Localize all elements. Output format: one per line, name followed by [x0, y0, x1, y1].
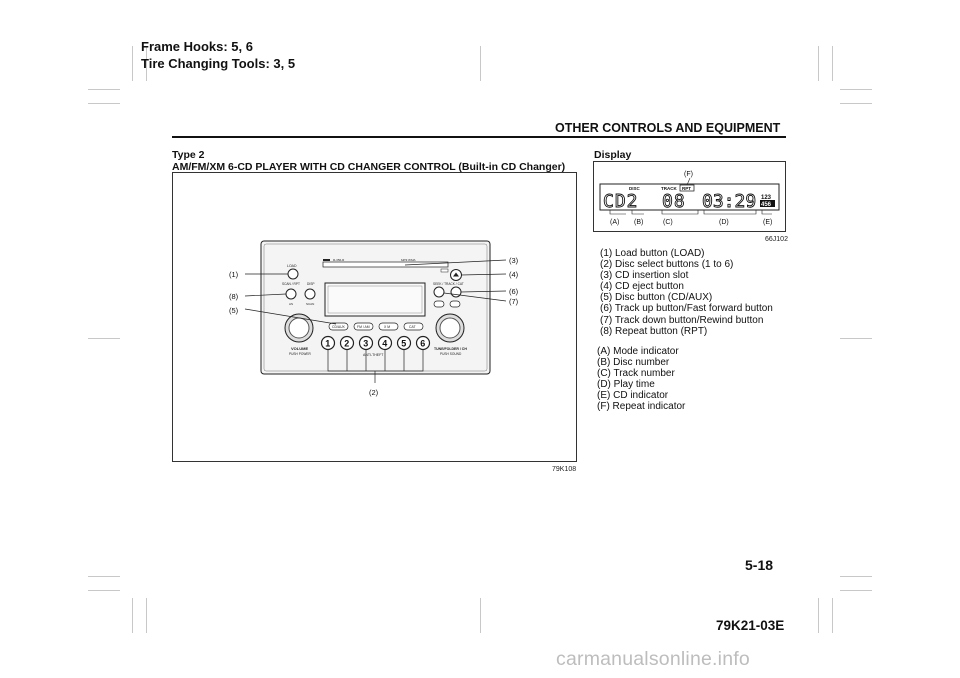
legend-item: (4) CD eject button	[600, 281, 684, 293]
callout-5: (5)	[229, 306, 239, 315]
head-unit-illustration: R-356-R MP3·WMA LOAD SCAN / RPT DISP AS …	[229, 240, 519, 397]
callout-7: (7)	[509, 297, 519, 306]
mode-readout: CD2	[603, 191, 639, 212]
disc-button-6-label: 6	[420, 338, 425, 348]
disc-button-1[interactable]	[320, 335, 336, 351]
head-unit-figure: R-356-R MP3·WMA LOAD SCAN / RPT DISP AS …	[172, 172, 577, 462]
callout-8: (8)	[229, 292, 239, 301]
legend-item: (C) Track number	[597, 368, 675, 380]
display-callout-d: (D)	[719, 219, 729, 226]
track-indicator-label: TRACK	[661, 186, 677, 191]
section-title: OTHER CONTROLS AND EQUIPMENT	[555, 121, 781, 135]
callout-1: (1)	[229, 270, 239, 279]
time-readout: 03:29	[702, 191, 756, 212]
legend-item: (B) Disc number	[597, 357, 670, 369]
fm-am-label: FM / AM	[357, 325, 370, 329]
legend-item: (7) Track down button/Rewind button	[600, 314, 764, 326]
legend-item: (E) CD indicator	[597, 390, 669, 402]
as-label: AS	[289, 302, 293, 306]
xm-label: X M	[384, 325, 390, 329]
display-figure: (F) DISC TRACK RPT CD2 08 03:29 123 456 …	[593, 161, 786, 232]
load-label: LOAD	[287, 264, 297, 268]
disc-button-4[interactable]	[377, 335, 393, 351]
lcd-display	[324, 282, 426, 317]
tune-label: TUNE/FOLDER / CH	[434, 347, 467, 351]
display-callout-c: (C)	[663, 219, 673, 226]
rpt-indicator-label: RPT	[682, 186, 691, 191]
push-sound-label: PUSH SOUND	[440, 352, 462, 356]
legend-item: (3) CD insertion slot	[600, 270, 689, 282]
frame-hooks-note: Frame Hooks: 5, 6 Tire Changing Tools: 3…	[141, 38, 295, 72]
watermark: carmanualsonline.info	[556, 648, 750, 670]
legend-item: (A) Mode indicator	[597, 346, 679, 357]
svg-text:R-356-R: R-356-R	[333, 258, 345, 262]
disc-slots-bottom: 456	[761, 202, 772, 208]
figure-title: AM/FM/XM 6-CD PLAYER WITH CD CHANGER CON…	[172, 161, 566, 173]
left-figure-code: 79K108	[552, 466, 577, 473]
type-line: Type 2	[172, 149, 205, 161]
tire-tools-line: Tire Changing Tools: 3, 5	[141, 56, 296, 71]
disc-button-2[interactable]	[339, 335, 355, 351]
header-rule	[172, 136, 786, 138]
anti-theft-label: ANTI-THEFT	[363, 353, 384, 357]
rpt-button[interactable]	[285, 288, 297, 300]
display-callout-e: (E)	[763, 219, 772, 226]
seek-track-cat-label: SEEK / TRACK / CAT	[433, 282, 464, 286]
legend-item: (F) Repeat indicator	[597, 401, 686, 413]
legend-item: (6) Track up button/Fast forward button	[600, 303, 773, 315]
load-button[interactable]	[287, 268, 299, 280]
disc-button-5[interactable]	[396, 335, 412, 351]
frame-hooks-line: Frame Hooks: 5, 6	[141, 39, 253, 54]
leader-lines	[244, 259, 507, 383]
disc-button-6[interactable]	[415, 335, 431, 351]
xm-button[interactable]	[378, 322, 399, 331]
scan-label: SCAN	[306, 302, 314, 306]
legend-item: (5) Disc button (CD/AUX)	[600, 292, 713, 304]
track-down-button[interactable]	[433, 286, 445, 298]
display-callout-f: (F)	[684, 171, 693, 178]
display-leader-lines	[609, 177, 772, 215]
disc-button-1-label: 1	[325, 338, 330, 348]
svg-text:MP3·WMA: MP3·WMA	[401, 258, 416, 262]
push-power-label: PUSH POWER	[289, 352, 311, 356]
callout-2: (2)	[369, 388, 379, 397]
disc-button-5-label: 5	[401, 338, 406, 348]
scan-rpt-label: SCAN / RPT	[282, 282, 300, 286]
legend-item: (2) Disc select buttons (1 to 6)	[600, 259, 734, 271]
cd-aux-label: CD/AUX	[332, 325, 346, 329]
fm-am-button[interactable]	[353, 322, 374, 331]
track-up-button[interactable]	[450, 286, 462, 298]
figure-heading: Type 2 AM/FM/XM 6-CD PLAYER WITH CD CHAN…	[172, 149, 565, 173]
display-callout-b: (B)	[634, 219, 643, 226]
cd-aux-button[interactable]	[328, 322, 349, 331]
cat-button[interactable]	[403, 322, 424, 331]
display-illustration: (F) DISC TRACK RPT CD2 08 03:29 123 456 …	[599, 171, 780, 226]
display-legend: (A) Mode indicator (B) Disc number (C) T…	[597, 346, 685, 413]
button-legend: (1) Load button (LOAD) (2) Disc select b…	[600, 248, 773, 337]
legend-item: (D) Play time	[597, 379, 655, 391]
disp-button[interactable]	[304, 288, 316, 300]
legend-item: (1) Load button (LOAD)	[600, 248, 705, 259]
callout-6: (6)	[509, 287, 519, 296]
disc-indicator-label: DISC	[629, 186, 641, 191]
track-readout: 08	[662, 191, 686, 212]
disc-button-2-label: 2	[344, 338, 349, 348]
disp-label: DISP	[307, 282, 314, 286]
display-callout-a: (A)	[610, 219, 619, 226]
volume-label: VOLUME	[291, 346, 308, 351]
disc-select-buttons: 1 2 3 4 5 6	[320, 335, 431, 351]
page-number: 5-18	[745, 557, 774, 573]
lcd-readout	[599, 183, 780, 211]
disc-button-3[interactable]	[358, 335, 374, 351]
display-figure-code: 66J102	[765, 236, 788, 243]
document-code: 79K21-03E	[716, 618, 785, 633]
callout-3: (3)	[509, 256, 519, 265]
disc-button-4-label: 4	[382, 338, 387, 348]
cat-label: CAT	[409, 325, 416, 329]
legend-item: (8) Repeat button (RPT)	[600, 325, 708, 337]
disc-button-3-label: 3	[363, 338, 368, 348]
display-title: Display	[594, 149, 632, 161]
callout-4: (4)	[509, 270, 519, 279]
disc-slots-top: 123	[761, 195, 772, 201]
